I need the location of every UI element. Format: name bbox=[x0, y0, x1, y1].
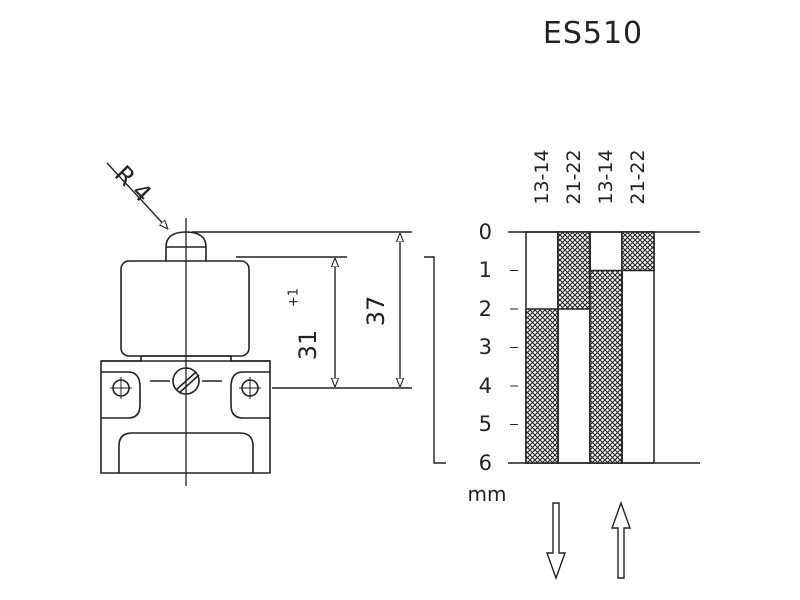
scale-tick: 5 bbox=[478, 412, 492, 436]
up-arrow-icon bbox=[611, 500, 631, 579]
scale-tick: 1 bbox=[478, 258, 492, 282]
column-label: 13-14 bbox=[595, 149, 617, 205]
scale-tick: 4 bbox=[478, 374, 492, 398]
switch-outline bbox=[100, 231, 271, 474]
column-label: 13-14 bbox=[531, 149, 553, 205]
column-label: 21-22 bbox=[627, 149, 649, 205]
unit-label: mm bbox=[467, 482, 507, 506]
travel-tolerance: +1 bbox=[286, 287, 302, 308]
scale-tick: 2 bbox=[478, 297, 492, 321]
radius-leader bbox=[106, 162, 168, 229]
travel-label: 31 bbox=[294, 329, 322, 361]
scale-tick: 3 bbox=[478, 335, 492, 359]
actuator-housing bbox=[120, 260, 250, 357]
height-label: 37 bbox=[362, 295, 390, 327]
down-arrow-icon bbox=[546, 502, 566, 581]
scale-tick: 0 bbox=[478, 220, 492, 244]
scale-tick: 6 bbox=[478, 451, 492, 475]
contact-closed-band bbox=[557, 231, 591, 310]
model-title: ES510 bbox=[542, 16, 644, 51]
contact-closed-band bbox=[589, 269, 623, 464]
contact-closed-band bbox=[525, 308, 559, 464]
column-label: 21-22 bbox=[563, 149, 585, 205]
dimension-lines bbox=[192, 231, 446, 464]
contact-columns bbox=[525, 231, 655, 464]
base-body bbox=[100, 360, 271, 474]
contact-closed-band bbox=[621, 231, 655, 272]
